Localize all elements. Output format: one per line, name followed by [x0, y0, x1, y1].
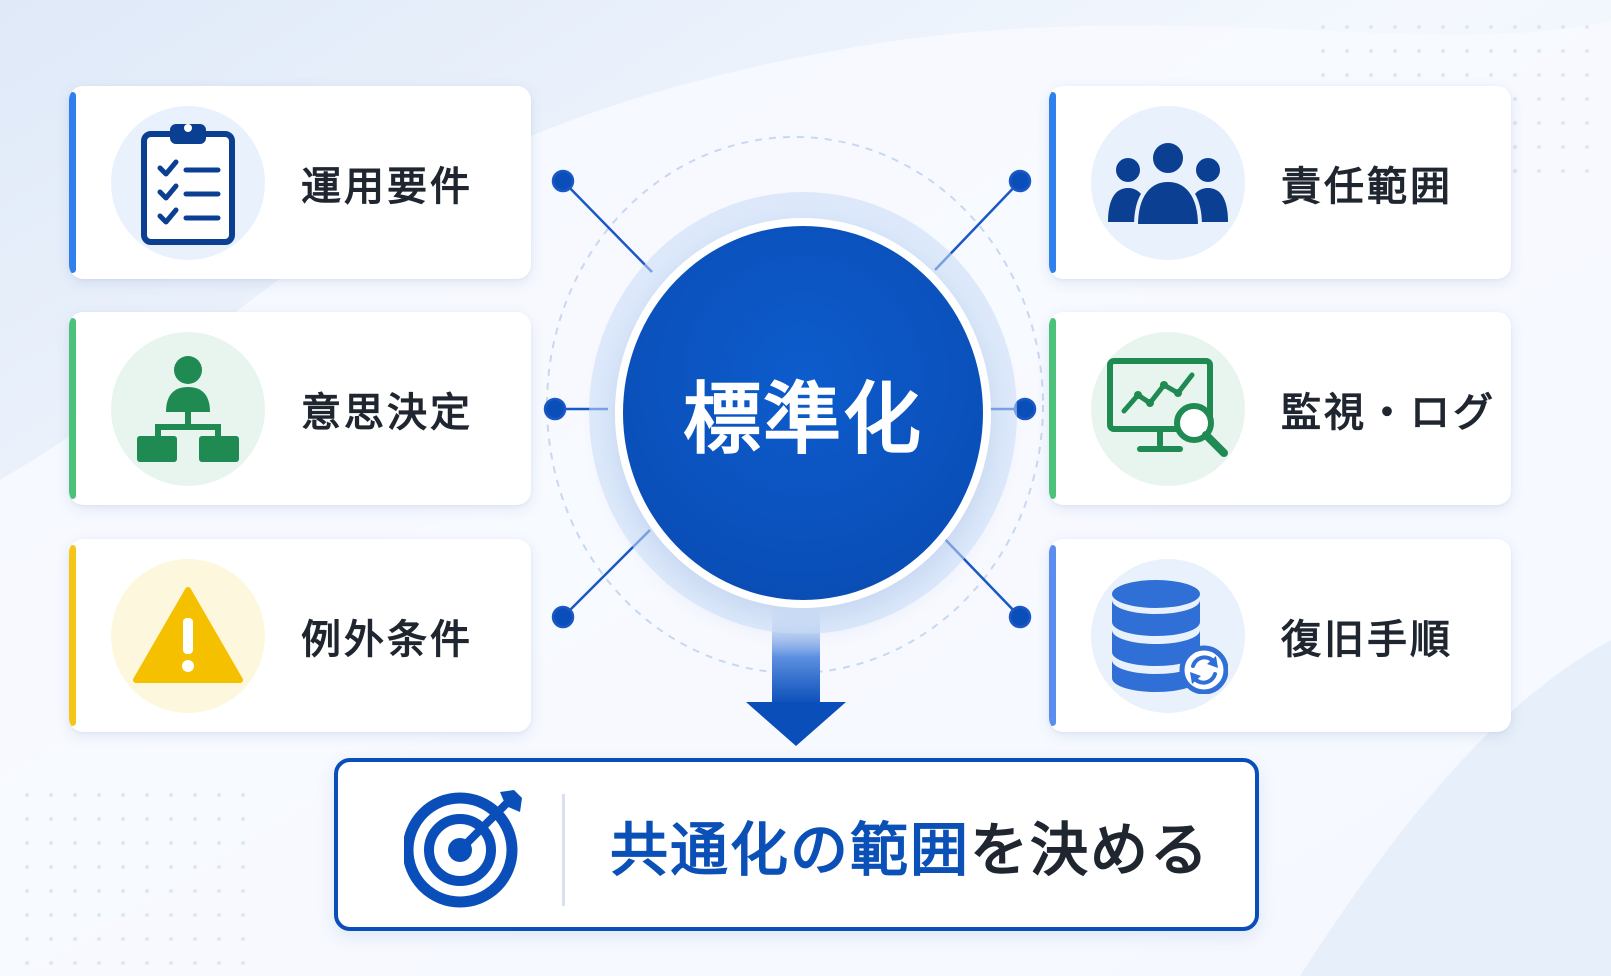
card-decision-making: 意思決定: [69, 312, 531, 505]
card-operational-requirements: 運用要件: [69, 86, 531, 279]
goal-text-highlight: 範囲: [850, 815, 971, 884]
icon-circle: [1091, 332, 1245, 486]
goal-text-rest: を決める: [970, 815, 1211, 884]
card-monitoring-logs: 監視・ログ: [1049, 312, 1511, 505]
warning-triangle-icon: [133, 587, 243, 683]
accent-bar: [1049, 92, 1056, 273]
card-recovery-procedure: 復旧手順: [1049, 539, 1511, 732]
icon-circle: [111, 559, 265, 713]
card-label: 監視・ログ: [1281, 389, 1496, 436]
connector-dot: [1013, 397, 1037, 421]
goal-text: 共通化の範囲を決める: [610, 762, 1210, 927]
goal-text-highlight: 共通化の: [610, 815, 851, 884]
card-label: 例外条件: [301, 616, 473, 663]
target-arrow-icon: [404, 790, 522, 908]
icon-circle: [111, 332, 265, 486]
connector-dot: [1008, 605, 1032, 629]
card-label: 復旧手順: [1281, 616, 1453, 663]
org-chart-person-icon: [137, 356, 239, 462]
connector-dot: [543, 397, 567, 421]
accent-bar: [69, 545, 76, 726]
goal-box: 共通化の範囲を決める: [334, 758, 1259, 931]
team-people-icon: [1108, 140, 1228, 226]
separator: [562, 794, 565, 906]
card-exception-conditions: 例外条件: [69, 539, 531, 732]
monitor-chart-search-icon: [1107, 358, 1228, 457]
card-scope-of-responsibility: 責任範囲: [1049, 86, 1511, 279]
dashed-orbit: [546, 136, 1044, 674]
connector-dot: [551, 605, 575, 629]
accent-bar: [69, 92, 76, 273]
card-label: 責任範囲: [1281, 163, 1453, 210]
card-label: 運用要件: [301, 163, 473, 210]
accent-bar: [69, 318, 76, 499]
icon-circle: [1091, 559, 1245, 713]
clipboard-checklist-icon: [141, 124, 235, 245]
center-hub: 標準化: [615, 218, 991, 608]
center-title: 標準化: [682, 375, 923, 465]
card-label: 意思決定: [301, 389, 473, 436]
icon-circle: [1091, 106, 1245, 260]
database-sync-icon: [1112, 580, 1228, 694]
icon-circle: [111, 106, 265, 260]
connector-dot: [1008, 169, 1032, 193]
connector-dot: [551, 169, 575, 193]
accent-bar: [1049, 545, 1056, 726]
down-arrow-icon: [746, 600, 846, 746]
accent-bar: [1049, 318, 1056, 499]
